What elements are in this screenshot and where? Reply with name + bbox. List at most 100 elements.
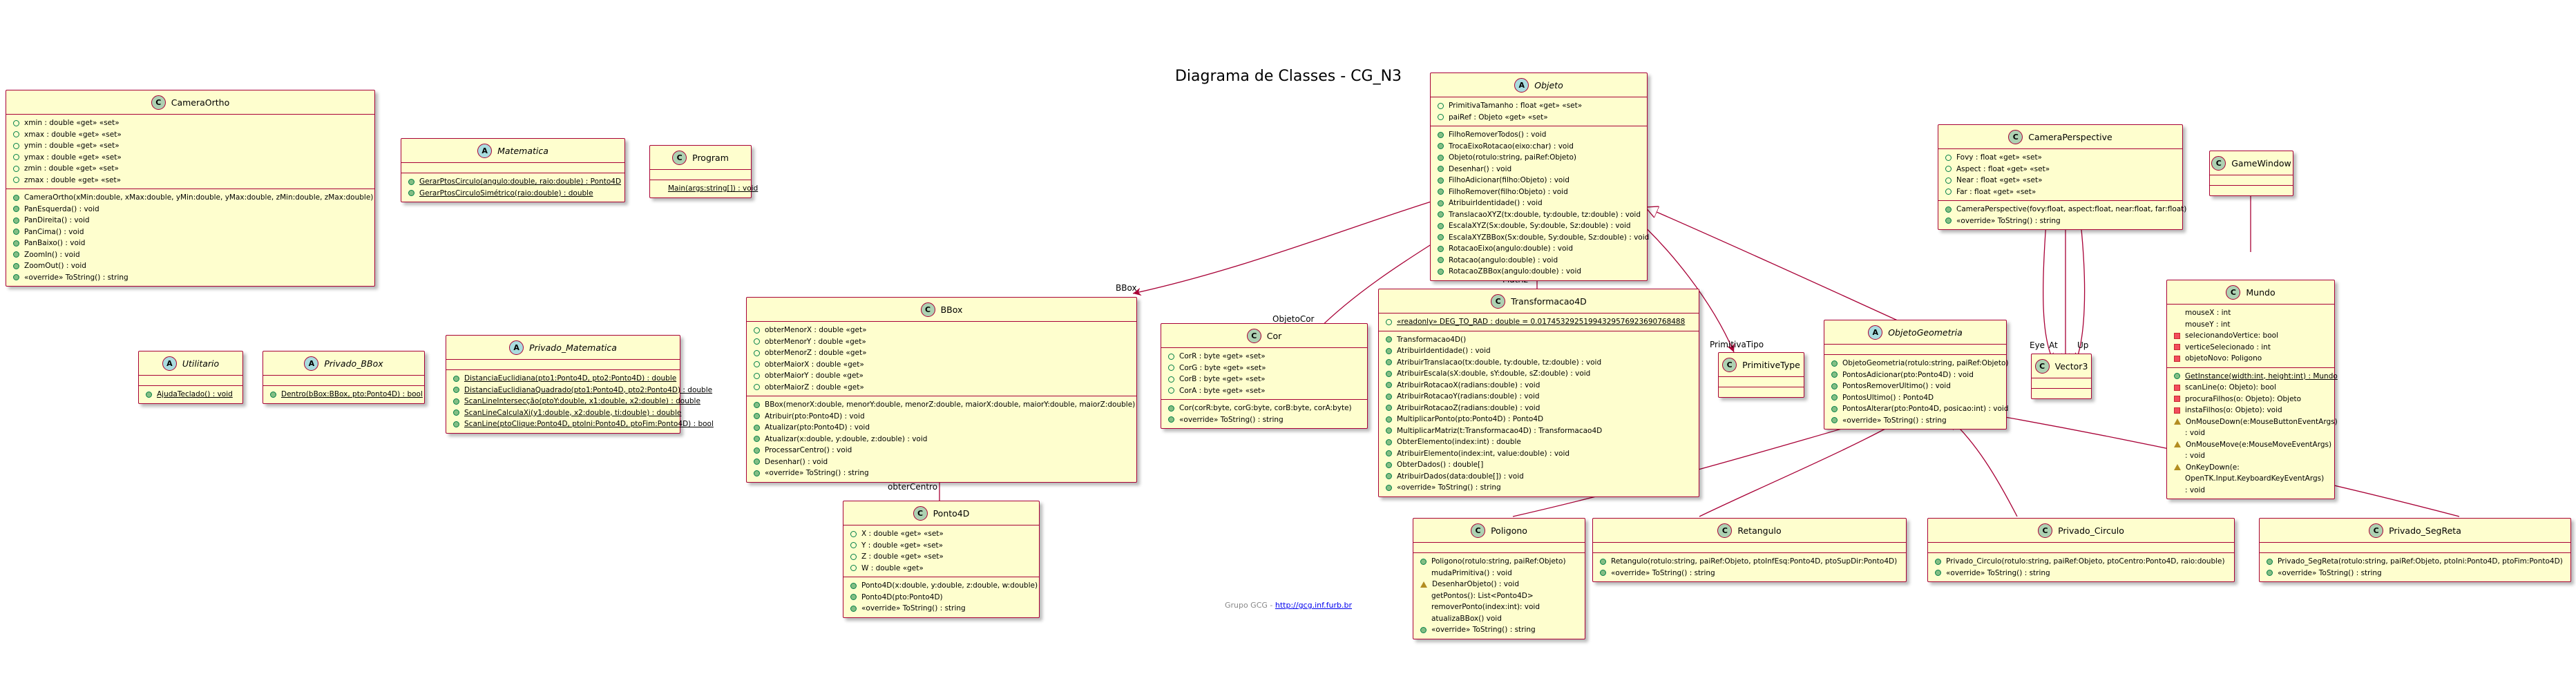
member-text: TrocaEixoRotacao(eixo:char) : void bbox=[1449, 142, 1574, 151]
member-text: «override» ToString() : string bbox=[1431, 626, 1536, 634]
class-method: PontosAdicionar(pto:Ponto4D) : void bbox=[1831, 369, 2001, 381]
member-text: PontosRemoverUltimo() : void bbox=[1842, 382, 1951, 390]
public-visibility-icon bbox=[13, 262, 19, 269]
abstract-class-icon: A bbox=[162, 356, 177, 371]
member-text: DesenharObjeto() : void bbox=[1432, 580, 1520, 588]
public-visibility-icon bbox=[1438, 268, 1444, 275]
class-method: CameraOrtho(xMin:double, xMax:double, yM… bbox=[13, 192, 373, 204]
member-text: PanDireita() : void bbox=[24, 216, 90, 224]
edge-objetogeometria-objeto bbox=[1645, 207, 1907, 325]
class-methods: ObjetoGeometria(rotulo:string, paiRef:Ob… bbox=[1824, 354, 2009, 429]
class-method: «override» ToString() : string bbox=[1935, 568, 2229, 579]
member-text: Y : double «get» «set» bbox=[861, 541, 944, 550]
public-visibility-icon bbox=[1168, 353, 1174, 360]
class-icon: C bbox=[2034, 359, 2050, 374]
member-text: GerarPtosCirculoSimétrico(raio:double) :… bbox=[419, 189, 593, 197]
class-method: PanBaixo() : void bbox=[13, 238, 369, 249]
class-methods: GetInstance(width:int, height:int) : Mun… bbox=[2167, 367, 2338, 499]
edge-label-up: Up bbox=[2077, 340, 2089, 350]
class-name: BBox bbox=[940, 305, 963, 315]
member-text: AjudaTeclado() : void bbox=[157, 390, 233, 398]
member-text: GetInstance(width:int, height:int) : Mun… bbox=[2185, 372, 2338, 380]
member-text: : void bbox=[2185, 429, 2206, 437]
private-visibility-icon bbox=[2174, 344, 2180, 351]
class-method: ObjetoGeometria(rotulo:string, paiRef:Ob… bbox=[1831, 358, 2009, 369]
class-method: ObterElemento(index:int) : double bbox=[1386, 436, 1693, 448]
class-method: Cor(corR:byte, corG:byte, corB:byte, cor… bbox=[1168, 403, 1362, 414]
member-text: objetoNovo: Poligono bbox=[2185, 354, 2262, 363]
class-method: ScanLineIntersecção(ptoY:double, x1:doub… bbox=[453, 396, 700, 407]
public-visibility-icon bbox=[13, 154, 19, 161]
member-text: Atualizar(pto:Ponto4D) : void bbox=[765, 423, 870, 432]
class-field: objetoNovo: Poligono bbox=[2174, 353, 2329, 365]
class-method: Main(args:string[]) : void bbox=[657, 183, 758, 195]
class-fields bbox=[446, 359, 680, 369]
public-visibility-icon bbox=[754, 372, 760, 379]
class-icon: C bbox=[1717, 523, 1733, 538]
edge-camera-vector3-up bbox=[2074, 222, 2086, 362]
member-text: «override» ToString() : string bbox=[1842, 416, 1947, 425]
class-field: CorB : byte «get» «set» bbox=[1168, 374, 1362, 385]
no-visibility-spacer bbox=[2174, 430, 2180, 436]
member-text: EscalaXYZ(Sx:double, Sy:double, Sz:doubl… bbox=[1449, 222, 1631, 230]
member-text: Retangulo(rotulo:string, paiRef:Objeto, … bbox=[1611, 557, 1898, 566]
member-text: ScanLineCalculaXi(y1:double, x2:double, … bbox=[464, 408, 682, 417]
public-visibility-icon bbox=[850, 542, 857, 549]
member-text: getPontos(): List<Ponto4D> bbox=[1431, 591, 1534, 600]
public-visibility-icon bbox=[754, 384, 760, 391]
footer-link[interactable]: http://gcg.inf.furb.br bbox=[1275, 601, 1353, 610]
member-text: CorB : byte «get» «set» bbox=[1179, 375, 1266, 383]
class-field: X : double «get» «set» bbox=[850, 528, 1033, 540]
member-text: PanEsquerda() : void bbox=[24, 204, 99, 213]
class-method: atualizaBBox() void bbox=[1420, 613, 1579, 625]
class-field: obterMenorX : double «get» bbox=[754, 325, 1131, 336]
public-visibility-icon bbox=[754, 447, 760, 454]
member-text: ProcessarCentro() : void bbox=[765, 446, 852, 454]
member-text: AtribuirRotacaoZ(radians:double) : void bbox=[1397, 403, 1540, 412]
class-name: Privado_Circulo bbox=[2058, 525, 2124, 536]
class-name: Utilitario bbox=[182, 358, 220, 369]
class-methods: Privado_Circulo(rotulo:string, paiRef:Ob… bbox=[1928, 552, 2234, 581]
class-field: xmin : double «get» «set» bbox=[13, 117, 369, 129]
class-method: AtribuirIdentidade() : void bbox=[1438, 197, 1641, 209]
public-visibility-icon bbox=[1438, 131, 1444, 138]
class-method: PanEsquerda() : void bbox=[13, 204, 369, 215]
member-text: ymin : double «get» «set» bbox=[24, 142, 120, 150]
class-method: instaFilhos(o: Objeto): void bbox=[2174, 405, 2329, 416]
class-method: GerarPtosCirculoSimétrico(raio:double) :… bbox=[408, 188, 619, 200]
class-icon: C bbox=[913, 506, 928, 521]
public-visibility-icon bbox=[1386, 336, 1392, 343]
class-method: Ponto4D(pto:Ponto4D) bbox=[850, 592, 1033, 604]
member-text: Ponto4D(x:double, y:double, z:double, w:… bbox=[861, 581, 1038, 590]
class-method: FilhoRemoverTodos() : void bbox=[1438, 129, 1641, 141]
public-visibility-icon bbox=[1420, 558, 1427, 565]
public-visibility-icon bbox=[453, 387, 459, 394]
member-text: «readonly» DEG_TO_RAD : double = 0.01745… bbox=[1397, 318, 1686, 326]
class-fields: CorR : byte «get» «set»CorG : byte «get»… bbox=[1161, 347, 1367, 399]
no-visibility-spacer bbox=[1420, 615, 1427, 621]
